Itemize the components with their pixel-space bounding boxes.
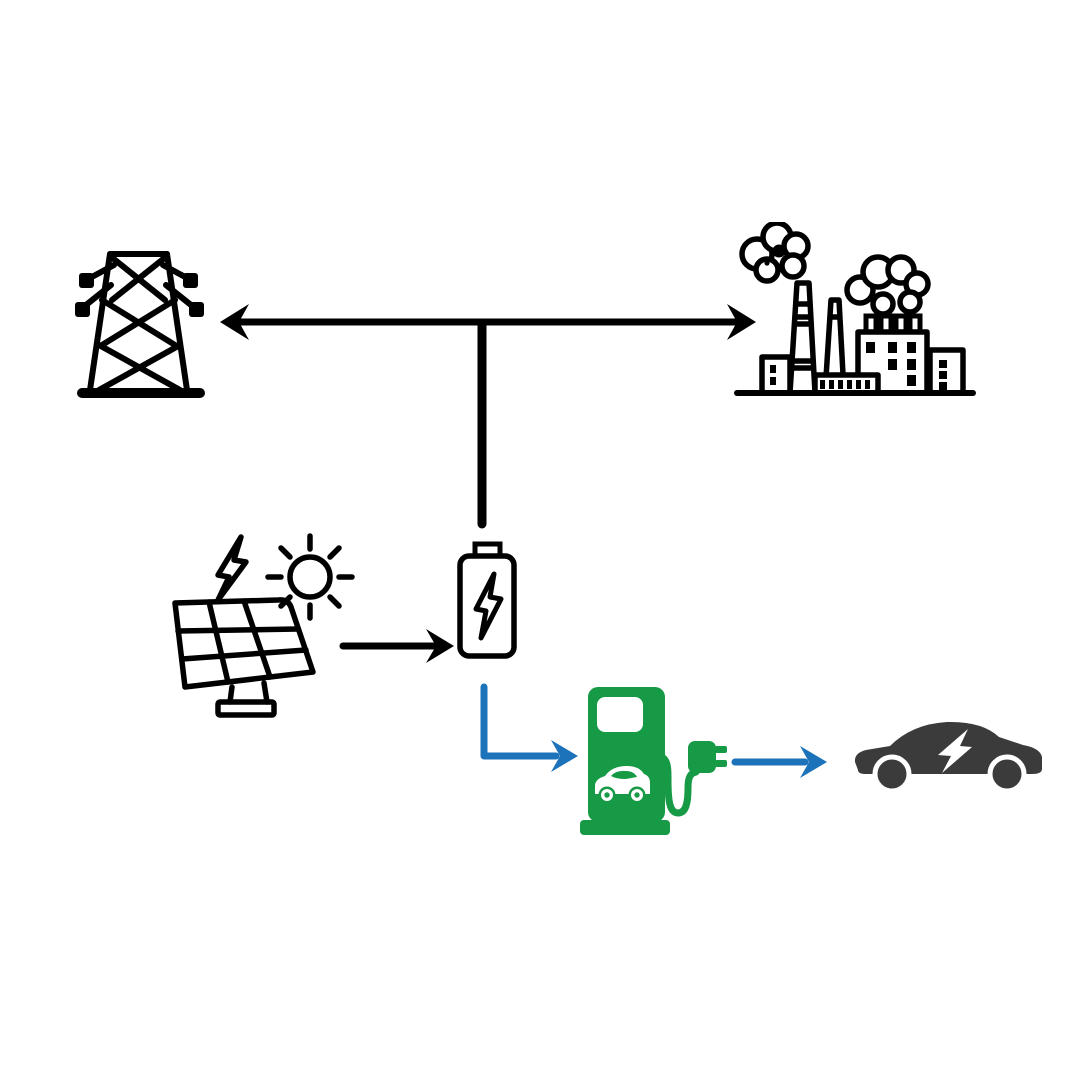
grid-factory-arrow [220,304,756,340]
cloud-dot [772,244,786,258]
smoke-cloud [739,222,811,284]
car-wheel [872,754,912,794]
bolt-icon [215,534,249,603]
charger-car-pictogram [595,766,650,804]
factory-windows [770,342,947,390]
battery-charging-icon [457,541,517,659]
battery-charger-arrow [480,683,578,772]
arrowhead-right-icon [426,629,454,663]
charger-base [580,820,670,835]
arrowhead-right-icon [727,304,756,340]
bolt-icon [473,571,504,641]
arrowhead-right-icon [551,740,578,772]
transmission-tower-icon [75,251,205,398]
battery-body [457,553,517,659]
charger-screen [597,697,643,732]
chimney [787,280,818,396]
sun-icon [287,554,333,600]
solar-panel-sun-icon [172,533,355,718]
bolt-icon [938,729,972,773]
electric-car-icon [854,721,1042,794]
charger-car-arrow [731,746,827,778]
charger-cable [652,752,700,817]
smoke-cloud [844,254,931,317]
factory-icon [734,222,976,396]
insulators [75,273,204,317]
sun-rays [265,533,355,621]
panel-grid [172,597,316,690]
arrowhead-right-icon [800,746,827,778]
cloud-dot [764,260,770,266]
plug-icon [688,741,727,773]
ev-charging-station-icon [580,687,727,835]
solar-battery-arrow [339,629,454,663]
car-wheel [987,754,1027,794]
arrowhead-left-icon [220,304,249,340]
panel-stand [215,680,277,718]
